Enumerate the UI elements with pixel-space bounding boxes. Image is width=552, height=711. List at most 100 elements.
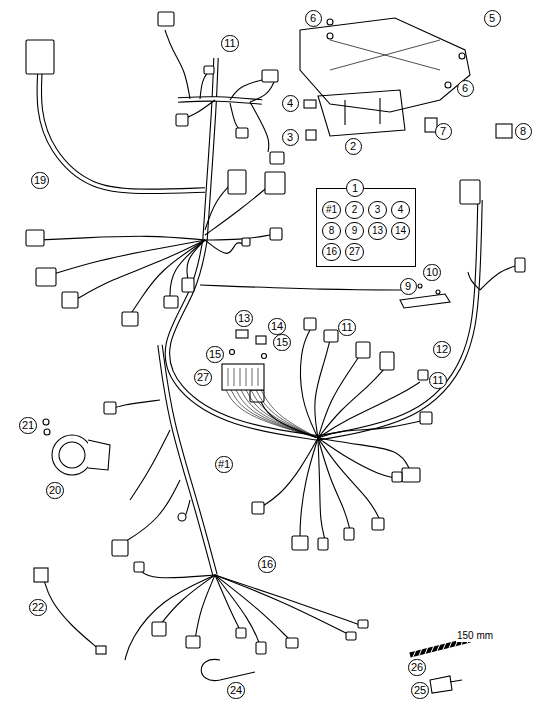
- connector: [318, 538, 328, 550]
- connector: [26, 40, 54, 74]
- connector: [256, 642, 266, 654]
- connector: [152, 622, 166, 636]
- clip: [304, 100, 316, 108]
- callout-number: 7: [435, 123, 452, 140]
- callout-number: 25: [411, 682, 429, 699]
- wire: [246, 390, 318, 438]
- wire: [215, 575, 260, 645]
- wire: [300, 438, 318, 540]
- fuse-slot: [234, 368, 235, 386]
- callout-number: 13: [368, 222, 387, 240]
- connector: [304, 318, 316, 330]
- callout-number: 8: [515, 123, 532, 140]
- cable-bundle-inner: [167, 240, 318, 438]
- cover-part: [256, 336, 266, 344]
- callout-number: 11: [429, 372, 446, 389]
- wire: [251, 390, 318, 438]
- callout-number: 27: [194, 369, 212, 386]
- connector: [26, 230, 44, 246]
- bracket-plate: [300, 18, 470, 112]
- wire: [250, 80, 275, 102]
- screw: [44, 429, 50, 435]
- connector: [262, 70, 278, 82]
- cable-bundle: [167, 240, 318, 438]
- connector: [228, 170, 246, 194]
- connector: [236, 628, 246, 638]
- wire: [165, 30, 190, 99]
- wire: [318, 368, 385, 438]
- screw: [43, 419, 49, 425]
- cable-bundle-inner: [178, 99, 262, 102]
- wiring-drawing: [26, 12, 525, 693]
- connector: [236, 128, 248, 138]
- callout-number: 27: [345, 243, 364, 261]
- wire: [215, 575, 360, 625]
- wire: [318, 438, 395, 478]
- callout-number: #1: [215, 456, 233, 473]
- connector: [134, 562, 144, 572]
- spiral-gap: [431, 646, 434, 653]
- callout-number: 3: [368, 201, 387, 219]
- callout-number: 22: [29, 599, 47, 616]
- connector: [270, 228, 282, 240]
- wire: [205, 235, 270, 240]
- wire: [318, 355, 360, 438]
- callout-number: 13: [235, 310, 253, 327]
- ring-terminal: [178, 513, 186, 521]
- wire: [318, 438, 350, 530]
- connector: [324, 330, 338, 342]
- wire: [140, 570, 215, 578]
- wire: [318, 438, 410, 470]
- callout-number: 2: [345, 201, 364, 219]
- spiral-gap: [443, 643, 446, 650]
- cable-bundle: [178, 99, 262, 102]
- parts-list: #12348913141627: [317, 189, 415, 266]
- fuse-strip: [400, 294, 450, 308]
- connector: [122, 312, 138, 326]
- callout-number: #1: [322, 201, 341, 219]
- cable-bundle-inner: [39, 70, 205, 191]
- wire: [480, 265, 520, 290]
- clip: [306, 130, 316, 140]
- connector: [346, 632, 356, 640]
- spiral-gap: [425, 647, 428, 654]
- wire: [231, 390, 318, 438]
- connector: [96, 646, 106, 654]
- spiral-gap: [449, 641, 452, 648]
- connector: [242, 238, 250, 246]
- spiral-wrap: [410, 640, 470, 655]
- dimension-label: 150 mm: [456, 630, 494, 642]
- callout-number: 20: [46, 482, 64, 499]
- wire: [125, 575, 215, 660]
- wire: [236, 390, 318, 438]
- connector: [252, 502, 264, 514]
- connector: [112, 540, 128, 556]
- wire: [195, 575, 215, 640]
- callout-number: 5: [484, 10, 501, 27]
- callout-number: 6: [305, 10, 322, 27]
- callout-number: 4: [282, 95, 299, 112]
- connector: [344, 528, 354, 540]
- fuse-slot: [258, 368, 259, 386]
- connector: [182, 278, 194, 292]
- wire: [200, 285, 410, 290]
- fuse-slot: [246, 368, 247, 386]
- spiral-gap: [413, 650, 416, 657]
- connector: [515, 258, 525, 272]
- connector: [372, 518, 384, 530]
- wire: [120, 480, 180, 545]
- spiral-gap: [437, 644, 440, 651]
- connector: [418, 370, 428, 380]
- connector: [176, 114, 188, 126]
- cover-part: [236, 330, 248, 338]
- screw: [327, 19, 333, 25]
- fuse-slot: [240, 368, 241, 386]
- connector: [62, 292, 78, 308]
- wire: [110, 400, 160, 410]
- callout-number: 4: [391, 201, 410, 219]
- connector: [402, 468, 420, 482]
- callout-number: 24: [227, 682, 245, 699]
- connector: [164, 296, 178, 308]
- connector: [358, 620, 368, 628]
